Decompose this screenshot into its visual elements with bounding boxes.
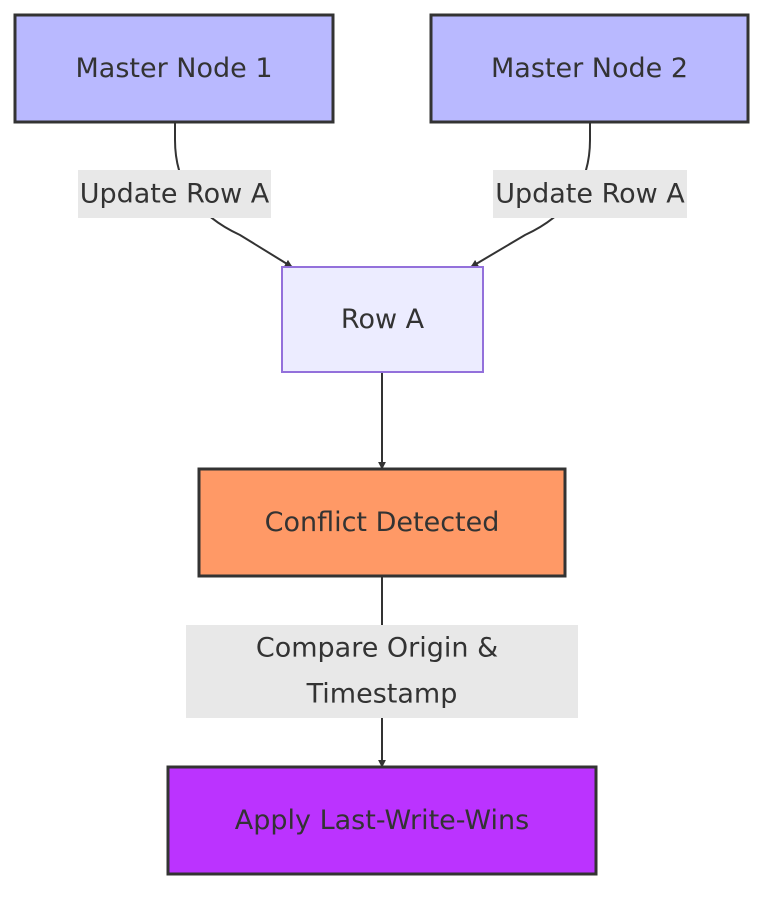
edge-label-compare-origin-timestamp: Compare Origin & Timestamp: [186, 625, 578, 718]
node-row-a[interactable]: Row A: [281, 266, 484, 373]
node-apply-last-write-wins-label: Apply Last-Write-Wins: [235, 805, 529, 836]
node-master-node-1-label: Master Node 1: [75, 53, 272, 84]
node-conflict-detected-box: [197, 467, 567, 578]
node-master-node-2[interactable]: Master Node 2: [429, 13, 750, 124]
svg-text:Compare Origin &: Compare Origin &: [256, 633, 498, 664]
node-master-node-1[interactable]: Master Node 1: [13, 13, 335, 124]
node-conflict-detected[interactable]: Conflict Detected: [197, 467, 567, 578]
edge-label-update-row-a-left: Update Row A: [78, 170, 271, 218]
node-conflict-detected-label: Conflict Detected: [265, 507, 500, 538]
node-row-a-box: [281, 266, 484, 373]
svg-text:Timestamp: Timestamp: [306, 679, 458, 710]
edge-label-update-row-a-right: Update Row A: [493, 170, 687, 218]
svg-text:Update Row A: Update Row A: [80, 179, 270, 210]
node-apply-last-write-wins[interactable]: Apply Last-Write-Wins: [166, 765, 598, 876]
node-master-node-2-label: Master Node 2: [491, 53, 688, 84]
node-master-node-2-box: [429, 13, 750, 124]
node-master-node-1-box: [13, 13, 335, 124]
node-row-a-label: Row A: [341, 304, 425, 335]
svg-text:Update Row A: Update Row A: [495, 179, 685, 210]
node-apply-last-write-wins-box: [166, 765, 598, 876]
